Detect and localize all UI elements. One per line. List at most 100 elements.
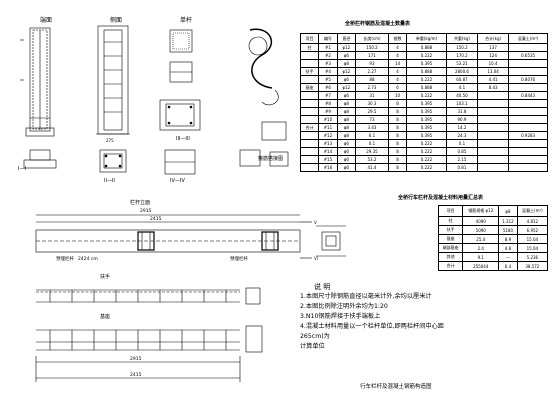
dim-top-rail: 2915 — [140, 208, 152, 214]
table-cell: 25.4 — [462, 234, 500, 244]
end-view-title: 端面 — [40, 16, 52, 24]
section-1-1-label: I—I — [18, 166, 26, 172]
table-cell: 6 — [388, 83, 408, 92]
note-line: 2.本图比例除注明外余均为1:20 — [300, 303, 388, 310]
table-cell: 0.395 — [406, 131, 447, 140]
rebar-quantity-table: 项目编号直径长度(cm)根数单重(kg/m)共重(kg)合计(kg)混凝土(m³… — [299, 33, 548, 172]
table-cell — [508, 107, 548, 116]
note-line: 4.混凝土材料用量以一个栏杆单位,即两栏杆间中心距265cm)为 — [300, 323, 444, 340]
section-v-label: V — [314, 220, 317, 225]
table-cell: 柱 — [437, 216, 464, 226]
table-cell: 8.9 — [498, 234, 518, 244]
table-cell: φ6 — [336, 147, 356, 156]
table-cell: 24.3 — [445, 131, 479, 140]
table-cell: 0.8076 — [508, 75, 548, 84]
table-cell: 6.1 — [354, 131, 390, 140]
table-cell: 8 — [388, 139, 408, 148]
table-cell: 5180 — [498, 225, 518, 235]
base-label: 基座 — [100, 313, 110, 320]
table-cell: 3.43 — [354, 123, 390, 132]
table-cell: 171 — [354, 51, 390, 60]
table-cell: 8 — [388, 99, 408, 108]
table-cell — [299, 75, 320, 84]
table-cell: 2.15 — [445, 155, 479, 164]
table-cell: 0.222 — [406, 163, 447, 172]
table-cell: 4.812 — [516, 216, 549, 226]
table-cell: 合计 — [299, 123, 320, 132]
table-header-cell: 长度(cm) — [354, 33, 390, 44]
table-cell: 15.04 — [516, 234, 549, 244]
rail-elevation: 栏杆立面 2915 2415 预埋栏杆 2424 cm 预埋栏杆 V VI — [35, 199, 318, 262]
table-cell: φ8 — [336, 123, 356, 132]
table-cell: 0.395 — [406, 115, 447, 124]
table-cell: 0.222 — [406, 155, 447, 164]
table-cell: 30.3 — [354, 99, 390, 108]
table-cell — [477, 99, 510, 108]
table-cell: 2.73 — [354, 83, 390, 92]
table-cell — [477, 91, 510, 100]
table-cell: 合计 — [437, 261, 464, 271]
table-cell: 103.1 — [445, 99, 479, 108]
table-cell — [508, 155, 548, 164]
table-cell: 扶手 — [437, 225, 464, 235]
end-view: 端面 I—I — [18, 16, 57, 172]
table-cell — [508, 115, 548, 124]
table-cell — [299, 51, 320, 60]
table-cell: 4 — [388, 67, 408, 76]
table-cell: 0.395 — [406, 59, 447, 68]
table-cell: 150.2 — [354, 43, 390, 52]
table-cell: 0.222 — [406, 51, 447, 60]
table-cell: 31.8 — [445, 107, 479, 116]
table-cell: 4.41 — [477, 75, 510, 84]
table-cell: 90.9 — [445, 115, 479, 124]
table-cell: φ6 — [336, 163, 356, 172]
table-header-cell: 单重(kg/m) — [406, 33, 447, 44]
table-cell: φ12 — [336, 83, 356, 92]
table-cell — [477, 131, 510, 140]
table-cell: 2.27 — [354, 67, 390, 76]
table-cell — [508, 83, 548, 92]
table-cell: 基座 — [437, 234, 464, 244]
table-cell: 170.2 — [445, 51, 479, 60]
table-cell: 88 — [354, 75, 390, 84]
table-cell: 0.1 — [354, 139, 390, 148]
table-cell: 5.236 — [516, 252, 549, 262]
table-cell: 4 — [388, 43, 408, 52]
table-cell: 8 — [388, 131, 408, 140]
table-cell: 2800.6 — [445, 67, 479, 76]
table-cell: 255044 — [462, 261, 500, 271]
notes-heading: 说 明 — [314, 283, 331, 291]
note-line: 1.本图尺寸除钢筋直径以毫米计外,余均以厘米计 — [300, 293, 432, 300]
table-header-cell: 共重(kg) — [445, 33, 479, 44]
single-rebar-view: 单杆 III—III IV—IV — [159, 16, 201, 184]
table-header-cell: 编号 — [318, 33, 338, 44]
table-header-cell: 钢筋规格 φ12 — [462, 205, 500, 217]
handrail-label: 扶手 — [100, 273, 110, 280]
table-cell: 6.952 — [516, 225, 549, 235]
table-cell: 8 — [388, 163, 408, 172]
table-cell — [299, 91, 320, 100]
side-view-title: 侧面 — [110, 16, 122, 24]
table-cell: 0.888 — [406, 83, 447, 92]
table-cell — [299, 131, 320, 140]
table-cell: 0.85 — [445, 147, 479, 156]
table2-title: 全桥行车栏杆及混凝土材料用量汇总表 — [398, 195, 484, 201]
table-cell: 15.04 — [516, 243, 549, 253]
table-cell: φ6 — [336, 139, 356, 148]
table-cell: 38.572 — [516, 261, 549, 271]
table-cell: φ12 — [336, 67, 356, 76]
table-cell — [299, 115, 320, 124]
section-4-4-label: IV—IV — [170, 178, 185, 184]
table-cell: 0.395 — [406, 107, 447, 116]
table-cell: #4 — [318, 67, 338, 76]
